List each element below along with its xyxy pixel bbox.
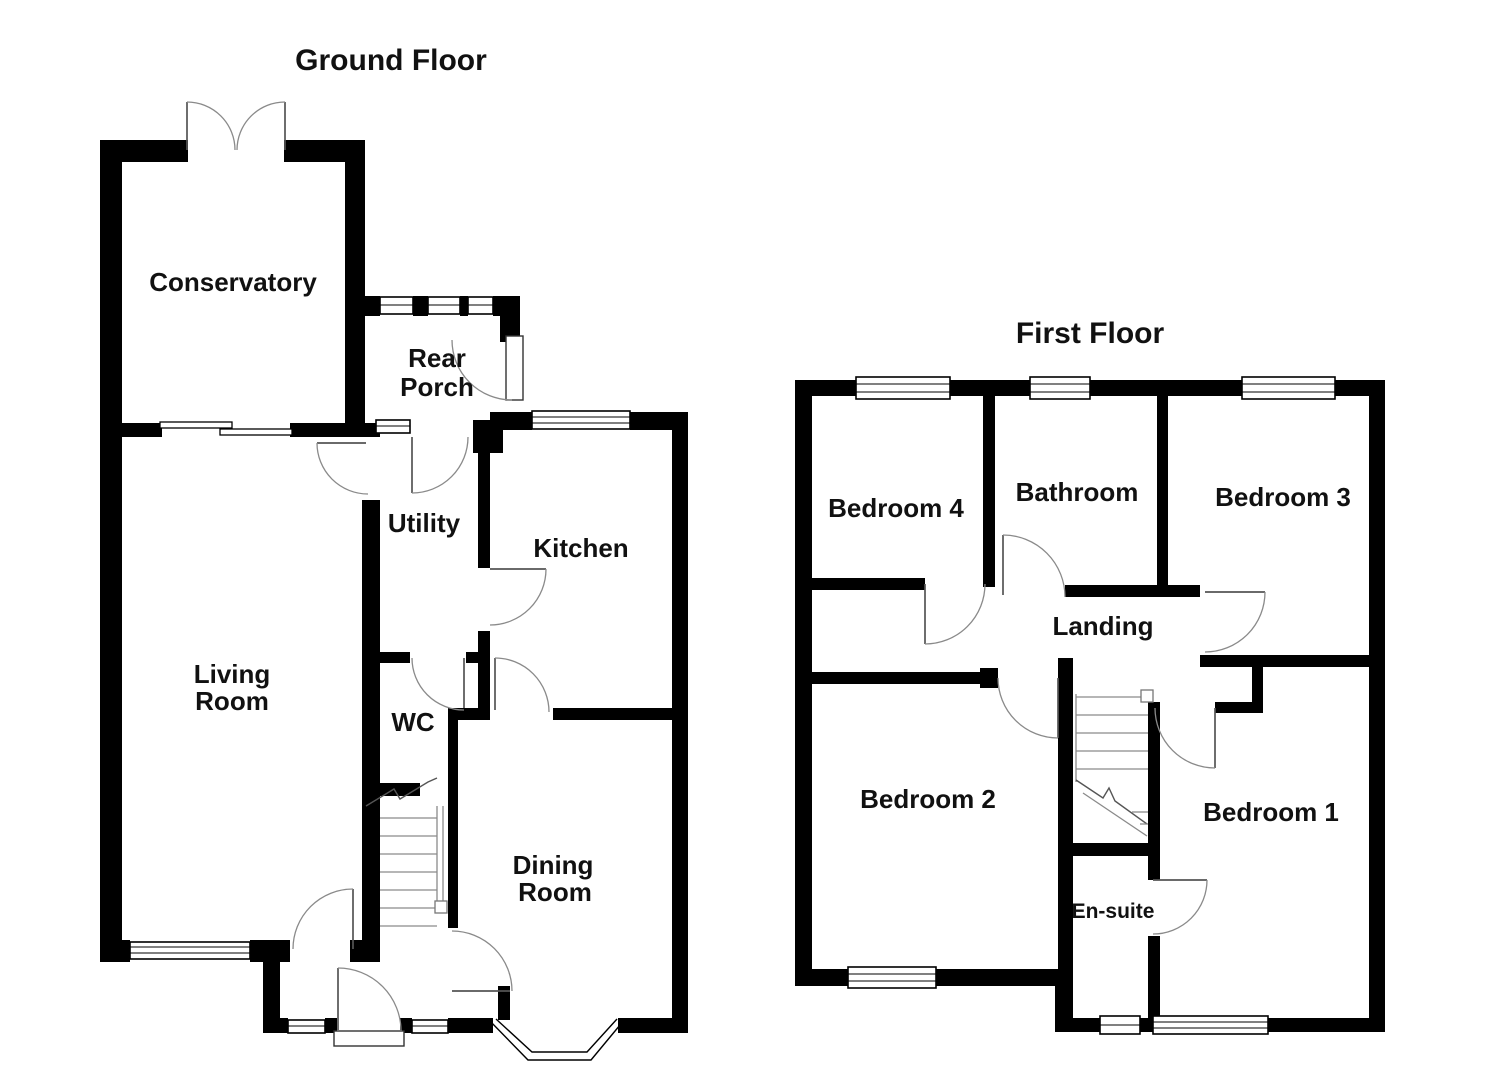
- door-bathroom: [1002, 534, 1066, 598]
- window-bedroom4: [855, 376, 951, 400]
- window-utility: [375, 419, 411, 434]
- window-kitchen: [531, 410, 631, 430]
- door-wc: [411, 657, 465, 711]
- window-rear-porch-1: [379, 296, 414, 315]
- window-hall-left: [287, 1019, 326, 1034]
- window-bedroom3: [1241, 376, 1336, 400]
- door-rear-porch-exterior: [451, 335, 524, 401]
- room-label-bedroom3: Bedroom 3: [1215, 482, 1351, 512]
- window-ensuite: [1099, 1015, 1141, 1035]
- door-porch-to-utility: [411, 436, 469, 494]
- room-label-dining-line2: Room: [518, 877, 592, 907]
- window-hall-right: [411, 1019, 449, 1034]
- room-label-ensuite: En-suite: [1072, 900, 1155, 923]
- room-label-landing: Landing: [1052, 611, 1153, 641]
- door-living-room-bottom: [292, 888, 354, 950]
- door-kitchen-to-dining: [494, 657, 550, 713]
- door-bedroom4: [924, 583, 986, 645]
- ground-floor-windows: [129, 296, 631, 1061]
- door-ensuite: [1152, 879, 1208, 935]
- door-bedroom2: [997, 677, 1059, 739]
- room-label-conservatory: Conservatory: [149, 267, 317, 297]
- first-floor-windows: [847, 376, 1336, 1035]
- room-label-dining-line1: Dining: [513, 850, 594, 880]
- room-label-bedroom2: Bedroom 2: [860, 784, 996, 814]
- ground-floor-doors: [186, 101, 550, 1047]
- window-living-room: [129, 941, 251, 960]
- door-front-entrance: [333, 967, 405, 1047]
- ground-floor-walls: [100, 140, 688, 1033]
- room-label-kitchen: Kitchen: [533, 533, 628, 563]
- first-floor-labels: Bedroom 4 Bathroom Bedroom 3 Landing Bed…: [828, 477, 1351, 923]
- stairs-first: [1075, 689, 1154, 837]
- room-label-utility: Utility: [388, 508, 461, 538]
- door-bedroom3: [1204, 591, 1266, 653]
- window-bedroom1: [1152, 1015, 1269, 1035]
- room-label-bedroom1: Bedroom 1: [1203, 797, 1339, 827]
- stairs-ground: [365, 777, 448, 927]
- door-conservatory-french: [186, 101, 286, 151]
- door-kitchen: [489, 568, 547, 626]
- room-label-wc: WC: [391, 707, 435, 737]
- window-rear-porch-3: [467, 296, 494, 315]
- ground-floor-labels: Conservatory Rear Porch Utility Kitchen …: [149, 267, 628, 907]
- door-bedroom1: [1154, 707, 1216, 769]
- window-rear-porch-2: [427, 296, 461, 315]
- room-label-rear-porch-line2: Porch: [400, 372, 474, 402]
- room-label-living-line1: Living: [194, 659, 271, 689]
- door-living-room-top: [316, 442, 369, 495]
- ground-floor-plan: Ground Floor: [100, 44, 688, 1061]
- room-label-bathroom: Bathroom: [1016, 477, 1139, 507]
- room-label-bedroom4: Bedroom 4: [828, 493, 964, 523]
- first-floor-plan: First Floor: [795, 317, 1385, 1035]
- ground-floor-title: Ground Floor: [295, 44, 487, 77]
- first-floor-title: First Floor: [1016, 317, 1165, 350]
- room-label-rear-porch-line1: Rear: [408, 343, 466, 373]
- door-dining-room: [451, 930, 513, 992]
- first-floor-doors: [924, 534, 1266, 935]
- sliding-door-conservatory: [159, 421, 293, 436]
- window-bathroom: [1029, 376, 1091, 400]
- bay-window-dining: [487, 1018, 626, 1061]
- room-label-living-line2: Room: [195, 686, 269, 716]
- window-bedroom2: [847, 966, 937, 989]
